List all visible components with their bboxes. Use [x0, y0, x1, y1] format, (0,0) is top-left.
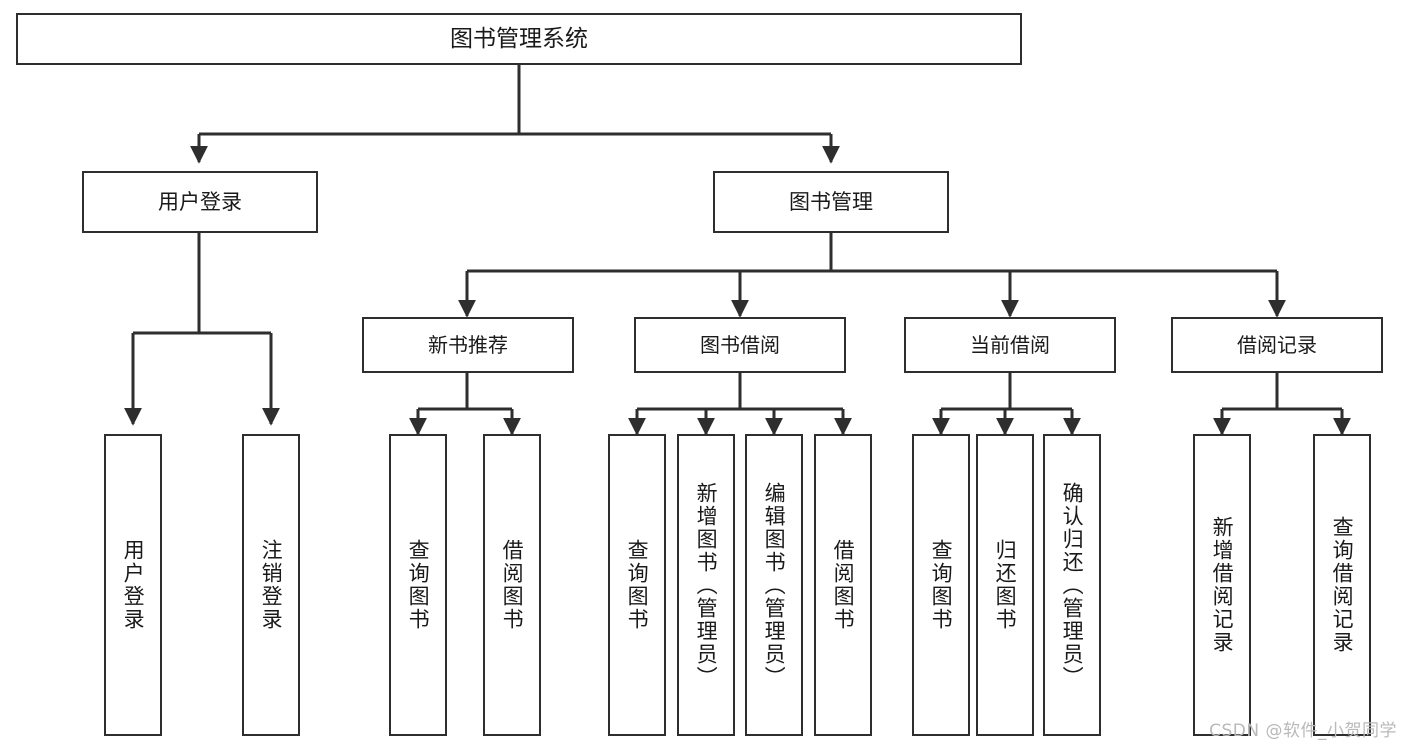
node-leaf-borrow-book-2[interactable]: 借阅图书 — [814, 434, 872, 736]
node-leaf-query-record[interactable]: 查询借阅记录 — [1313, 434, 1371, 736]
node-label: 新增图书（管理员） — [694, 481, 719, 689]
node-leaf-query-book-2[interactable]: 查询图书 — [608, 434, 666, 736]
node-label: 新增借阅记录 — [1210, 516, 1235, 654]
node-label: 查询图书 — [406, 539, 431, 631]
node-book-manage[interactable]: 图书管理 — [713, 171, 949, 233]
node-label: 借阅记录 — [1237, 332, 1317, 357]
node-book-borrow[interactable]: 图书借阅 — [634, 317, 846, 373]
node-leaf-query-book-3[interactable]: 查询图书 — [912, 434, 970, 736]
node-leaf-return-book[interactable]: 归还图书 — [976, 434, 1034, 736]
watermark: CSDN @软件_小贺同学 — [1209, 721, 1397, 741]
node-root-system[interactable]: 图书管理系统 — [16, 13, 1022, 65]
node-label: 图书管理 — [789, 189, 873, 214]
node-label: 用户登录 — [121, 539, 146, 631]
node-borrow-record[interactable]: 借阅记录 — [1171, 317, 1383, 373]
node-leaf-edit-book[interactable]: 编辑图书（管理员） — [745, 434, 803, 736]
node-label: 用户登录 — [158, 189, 242, 214]
node-leaf-borrow-book-1[interactable]: 借阅图书 — [483, 434, 541, 736]
node-leaf-user-logout[interactable]: 注销登录 — [242, 434, 300, 736]
node-label: 新书推荐 — [428, 332, 508, 357]
node-leaf-user-login[interactable]: 用户登录 — [104, 434, 162, 736]
node-label: 图书管理系统 — [450, 25, 588, 52]
node-label: 查询图书 — [929, 539, 954, 631]
node-new-book-recommend[interactable]: 新书推荐 — [362, 317, 574, 373]
node-label: 查询图书 — [625, 539, 650, 631]
node-leaf-query-book-1[interactable]: 查询图书 — [389, 434, 447, 736]
node-label: 编辑图书（管理员） — [762, 481, 787, 689]
node-leaf-add-book[interactable]: 新增图书（管理员） — [677, 434, 735, 736]
node-label: 借阅图书 — [500, 539, 525, 631]
node-label: 确认归还（管理员） — [1060, 481, 1085, 689]
node-user-login[interactable]: 用户登录 — [82, 171, 318, 233]
node-leaf-confirm-return[interactable]: 确认归还（管理员） — [1043, 434, 1101, 736]
node-label: 当前借阅 — [970, 332, 1050, 357]
node-label: 借阅图书 — [831, 539, 856, 631]
node-current-borrow[interactable]: 当前借阅 — [904, 317, 1116, 373]
node-label: 查询借阅记录 — [1330, 516, 1355, 654]
node-label: 归还图书 — [993, 539, 1018, 631]
node-leaf-add-record[interactable]: 新增借阅记录 — [1193, 434, 1251, 736]
node-label: 注销登录 — [259, 539, 284, 631]
node-label: 图书借阅 — [700, 332, 780, 357]
